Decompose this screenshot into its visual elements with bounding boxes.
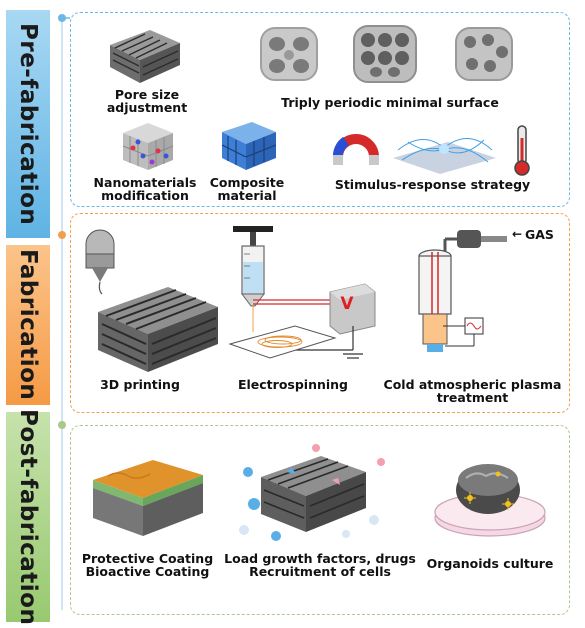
- panel-fabrication: [70, 213, 570, 413]
- tpms-image-3: [455, 27, 513, 81]
- plasma-label: Cold atmospheric plasma treatment: [380, 378, 565, 404]
- plasma-device-image: [418, 230, 507, 352]
- gas-label: GAS: [525, 227, 554, 242]
- electrospinning-label: Electrospinning: [237, 377, 349, 392]
- composite-label-line2: material: [217, 188, 277, 203]
- tpms-image-1: [260, 27, 318, 81]
- stage-bar-post-fabrication: Post-fabrication: [6, 408, 50, 626]
- tpms-image-2: [353, 25, 417, 83]
- stage-label-post-fabrication: Post-fabrication: [15, 408, 41, 626]
- organoids-dish-image: [434, 464, 546, 537]
- stage-label-pre-fabrication: Pre-fabrication: [15, 22, 41, 226]
- coating-label-line1: Protective Coating: [81, 551, 214, 566]
- load-label-line1: Load growth factors, drugs: [224, 551, 416, 566]
- pore-size-scaffold-image: [110, 30, 180, 83]
- loaded-scaffold-image: [239, 444, 385, 541]
- plasma-label-line2: treatment: [436, 390, 509, 405]
- coating-label-line2: Bioactive Coating: [85, 564, 210, 579]
- stage-bar-fabrication: Fabrication: [6, 245, 50, 405]
- tpms-label: Triply periodic minimal surface: [281, 95, 499, 110]
- 3d-printing-image: [85, 229, 218, 372]
- coating-image: [93, 460, 203, 536]
- nanomaterials-label-line1: Nanomaterials: [93, 175, 197, 190]
- load-label: Load growth factors, drugs Recruitment o…: [220, 552, 420, 578]
- electric-field-icon: [393, 138, 496, 174]
- composite-label: Composite material: [192, 176, 302, 202]
- organoids-label: Organoids culture: [426, 556, 554, 571]
- panel-post-fabrication: [70, 425, 570, 615]
- thermometer-icon: [514, 125, 530, 176]
- stimulus-label: Stimulus-response strategy: [334, 177, 531, 192]
- 3d-printing-label: 3D printing: [100, 377, 180, 392]
- nanomaterials-label: Nanomaterials modification: [85, 176, 205, 202]
- nanomaterials-image: [122, 123, 174, 170]
- panel-pre-fabrication: [70, 12, 570, 207]
- stage-label-fabrication: Fabrication: [15, 249, 41, 401]
- composite-material-image: [221, 122, 277, 170]
- pore-size-label-line2: adjustment: [106, 100, 188, 115]
- gas-arrow-icon: ←: [511, 227, 523, 241]
- electrospinning-image: [228, 226, 376, 359]
- pore-size-label-line1: Pore size: [114, 87, 180, 102]
- voltage-symbol: V: [340, 294, 354, 314]
- pore-size-label: Pore size adjustment: [92, 88, 202, 114]
- composite-label-line1: Composite: [209, 175, 285, 190]
- stage-bar-pre-fabrication: Pre-fabrication: [6, 10, 50, 238]
- magnet-icon: [333, 134, 379, 165]
- nanomaterials-label-line2: modification: [101, 188, 189, 203]
- load-label-line2: Recruitment of cells: [249, 564, 391, 579]
- plasma-label-line1: Cold atmospheric plasma: [383, 377, 562, 392]
- coating-label: Protective Coating Bioactive Coating: [75, 552, 220, 578]
